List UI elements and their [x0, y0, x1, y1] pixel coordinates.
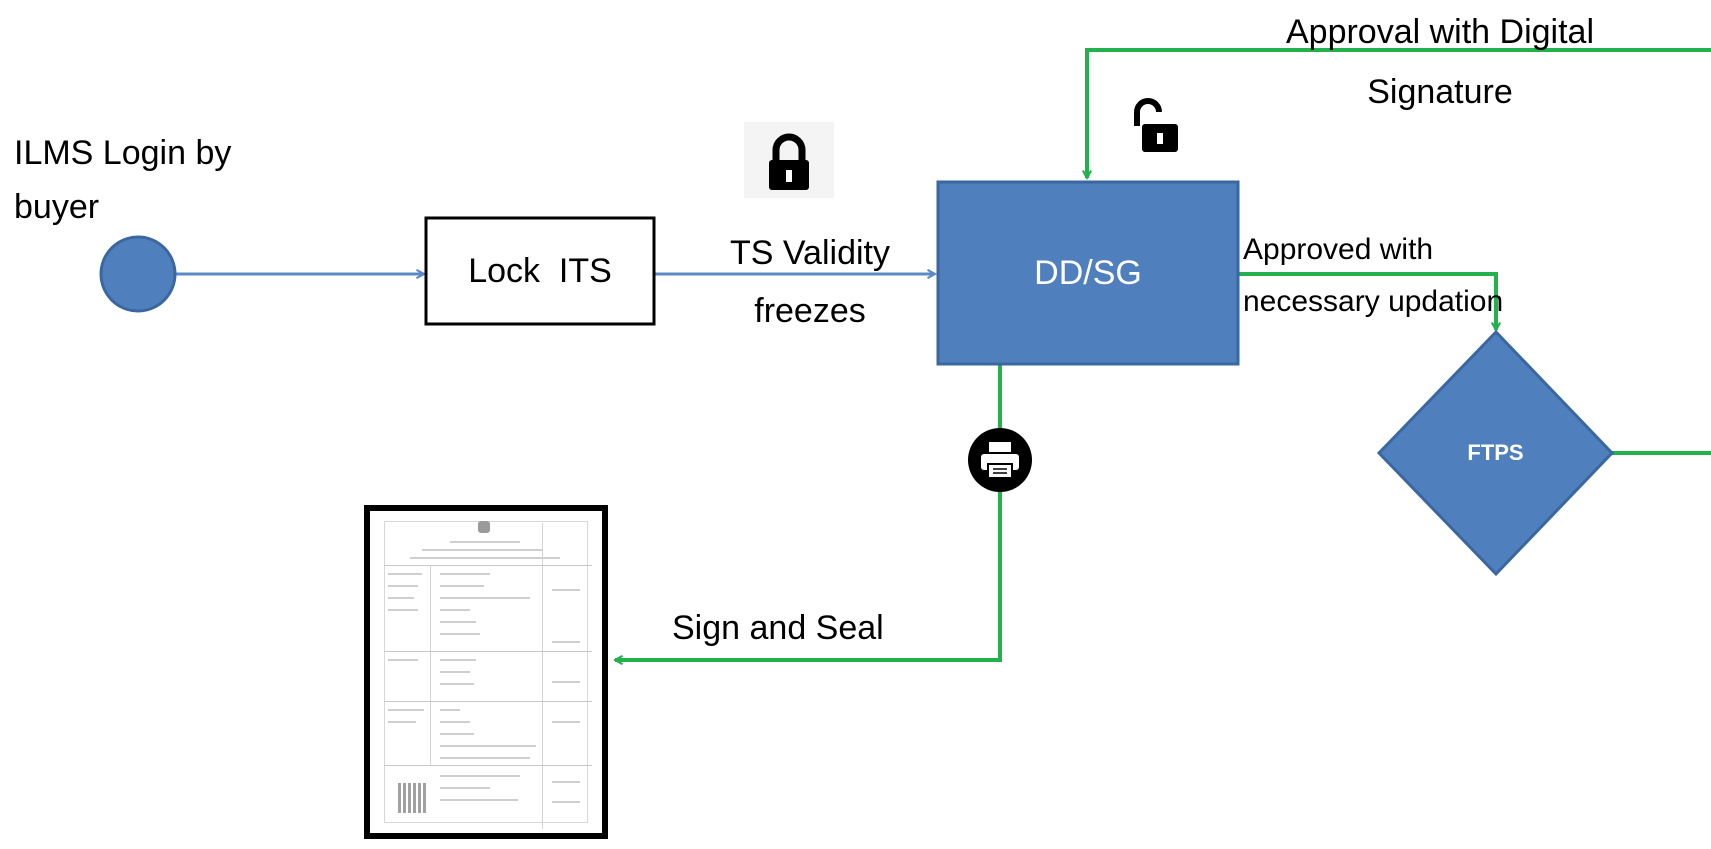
doc-text-line	[388, 597, 414, 599]
doc-text-line	[422, 549, 542, 551]
doc-text-line	[440, 733, 474, 735]
doc-column-divider	[542, 523, 543, 829]
doc-text-line	[440, 721, 470, 723]
doc-text-line	[440, 597, 530, 599]
doc-text-line	[440, 671, 470, 673]
ts-validity-label: TS Validity freezes	[730, 234, 890, 330]
doc-text-line	[552, 681, 580, 683]
doc-text-line	[388, 585, 418, 587]
doc-text-line	[388, 659, 418, 661]
printer-icon[interactable]	[968, 428, 1032, 492]
document-thumbnail[interactable]	[364, 505, 608, 839]
approved-with-label: Approved with necessary updation	[1243, 233, 1504, 318]
start-node[interactable]	[99, 235, 177, 313]
doc-text-line	[388, 573, 422, 575]
doc-text-line	[440, 659, 476, 661]
doc-text-line	[440, 787, 490, 789]
doc-text-line	[440, 585, 484, 587]
doc-text-line	[450, 541, 520, 543]
doc-text-line	[388, 609, 418, 611]
doc-text-line	[410, 557, 560, 559]
doc-text-line	[440, 633, 480, 635]
doc-text-line	[440, 573, 490, 575]
lock-icon	[744, 122, 834, 198]
qr-code-icon	[398, 783, 426, 813]
start-node-label: ILMS Login by buyer	[14, 134, 232, 226]
ftps-node[interactable]	[1376, 329, 1615, 577]
doc-row-divider	[384, 565, 592, 566]
doc-text-line	[440, 609, 470, 611]
doc-text-line	[440, 709, 460, 711]
unlock-icon	[1134, 98, 1178, 152]
emblem-icon	[478, 521, 490, 533]
doc-row-divider	[384, 701, 592, 702]
doc-text-line	[440, 683, 474, 685]
doc-text-line	[552, 781, 580, 783]
connector-sign-and-seal	[615, 364, 1002, 660]
doc-text-line	[388, 721, 416, 723]
doc-text-line	[440, 757, 530, 759]
doc-text-line	[552, 801, 580, 803]
doc-text-line	[552, 589, 580, 591]
doc-text-line	[440, 799, 518, 801]
doc-text-line	[552, 641, 580, 643]
connector-ftps-approval-return	[1087, 48, 1711, 455]
doc-text-line	[440, 775, 520, 777]
document-page	[384, 521, 588, 823]
sign-and-seal-label: Sign and Seal	[672, 609, 884, 647]
approval-digital-signature-label: Approval with Digital Signature	[1285, 13, 1595, 111]
doc-text-line	[388, 709, 424, 711]
doc-row-divider	[384, 765, 592, 766]
doc-text-line	[552, 721, 580, 723]
lock-its-node[interactable]	[424, 216, 656, 326]
doc-text-line	[440, 745, 536, 747]
doc-row-divider	[384, 651, 592, 652]
doc-text-line	[440, 621, 476, 623]
ddsg-node[interactable]	[936, 180, 1240, 366]
connector-ddsg-to-ftps	[1238, 272, 1496, 330]
doc-column-divider	[430, 565, 431, 765]
